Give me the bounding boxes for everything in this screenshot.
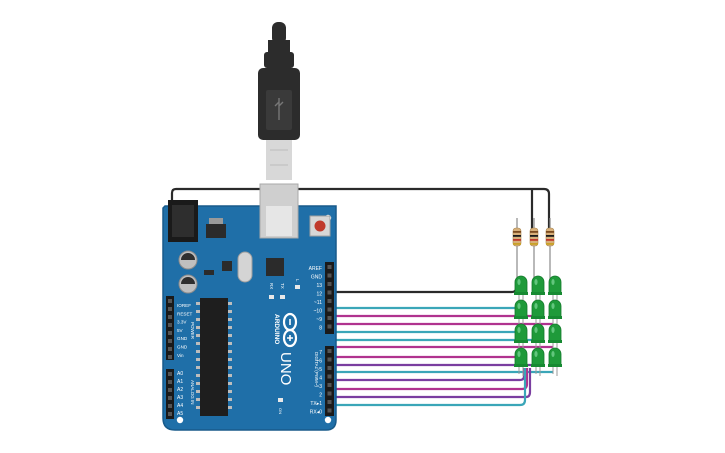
power-pin-label: Vin [177, 353, 184, 358]
digital-pin-label: ~11 [314, 300, 322, 306]
analog-pin-label: A2 [177, 387, 183, 393]
led-l-indicator [295, 285, 300, 289]
green-led[interactable] [514, 347, 528, 376]
usb-cable-neck [268, 40, 290, 52]
digital-pin-label: 4 [319, 376, 322, 382]
power-pin-label: RESET [177, 311, 193, 316]
mount-hole [176, 416, 184, 424]
voltage-regulator [206, 224, 226, 238]
digital-pin-label: RX◂0 [310, 410, 322, 416]
power-pin-label: GND [177, 336, 188, 341]
usb-symbol-icon [274, 98, 284, 120]
resistor[interactable] [512, 218, 522, 280]
arduino-logo-icon [282, 312, 298, 348]
wire-pin-1[interactable] [328, 368, 527, 407]
analog-pin-label: A1 [177, 379, 183, 385]
atmega-microcontroller [200, 298, 228, 416]
digital-pin-labels: AREF GND 13 12 ~11 ~10 ~9 8 7 ~6 ~5 4 ~3 2TX▸1RX◂0 [309, 266, 323, 416]
power-pin-labels: IOREF RESET 3.3V 5V GND GND Vin [177, 303, 193, 358]
usb-metal-shield [266, 140, 292, 180]
resistor-array [512, 218, 555, 280]
uno-model-label: UNO [277, 352, 294, 385]
digital-pin-label: 12 [316, 292, 322, 298]
analog-header-title: ANALOG IN [190, 380, 195, 405]
power-pin-label: GND [177, 345, 188, 350]
on-label: ON [278, 408, 283, 414]
digital-pin-label: AREF [309, 266, 322, 272]
analog-pin-label: A0 [177, 371, 183, 377]
analog-pin-label: A5 [177, 411, 183, 417]
power-pin-label: 3.3V [177, 320, 187, 325]
led-tx-indicator [280, 295, 285, 299]
digital-pin-label: ~9 [316, 317, 322, 323]
crystal-oscillator [237, 251, 253, 283]
small-ic [222, 261, 232, 271]
led-array [514, 275, 562, 376]
usb-cable-collar [264, 52, 294, 68]
digital-pin-label: ~3 [316, 384, 322, 390]
resistor[interactable] [529, 218, 539, 280]
wire-gnd-header[interactable] [330, 280, 518, 294]
digital-pin-label: ~10 [314, 309, 323, 315]
digital-pin-label: ~5 [316, 367, 322, 373]
digital-header-bottom [325, 346, 334, 416]
digital-header-title: DIGITAL (PWM~) [314, 352, 319, 387]
usb-cable-strain [272, 22, 286, 44]
tx-label: TX [280, 283, 285, 289]
wire-gnd-top[interactable] [170, 187, 551, 230]
digital-pin-label: ~6 [316, 359, 322, 365]
analog-pin-label: A3 [177, 395, 183, 401]
analog-pin-label: A4 [177, 403, 183, 409]
chip-pins [196, 302, 232, 409]
wire-pin-4[interactable] [328, 368, 526, 382]
green-led[interactable] [531, 299, 545, 328]
green-led[interactable] [514, 323, 528, 352]
usb-controller-ic [266, 258, 284, 276]
mount-hole [324, 416, 332, 424]
power-header-title: POWER [190, 322, 195, 340]
green-led[interactable] [514, 275, 528, 304]
arduino-brand-label: ARDUINO [273, 314, 280, 344]
rx-label: RX [269, 283, 274, 289]
digital-pin-label: GND [311, 275, 323, 281]
resistor[interactable] [545, 218, 555, 280]
led-on-indicator [278, 398, 283, 402]
power-pin-label: IOREF [177, 303, 191, 308]
l-label: L [295, 279, 300, 282]
digital-pin-label: 8 [319, 326, 322, 332]
digital-header-top [325, 262, 334, 334]
digital-pin-label: 7 [319, 350, 322, 356]
digital-pin-label: 2 [319, 393, 322, 399]
green-led[interactable] [531, 275, 545, 304]
analog-header [166, 369, 174, 419]
green-led[interactable] [531, 347, 545, 376]
digital-pin-label: 13 [316, 283, 322, 289]
green-led[interactable] [514, 299, 528, 328]
digital-pin-label: TX▸1 [310, 401, 322, 407]
led-rx-indicator [269, 295, 274, 299]
usb-cable[interactable] [258, 22, 300, 180]
green-led[interactable] [548, 347, 562, 376]
power-pin-label: 5V [177, 328, 184, 333]
power-header [166, 296, 174, 360]
